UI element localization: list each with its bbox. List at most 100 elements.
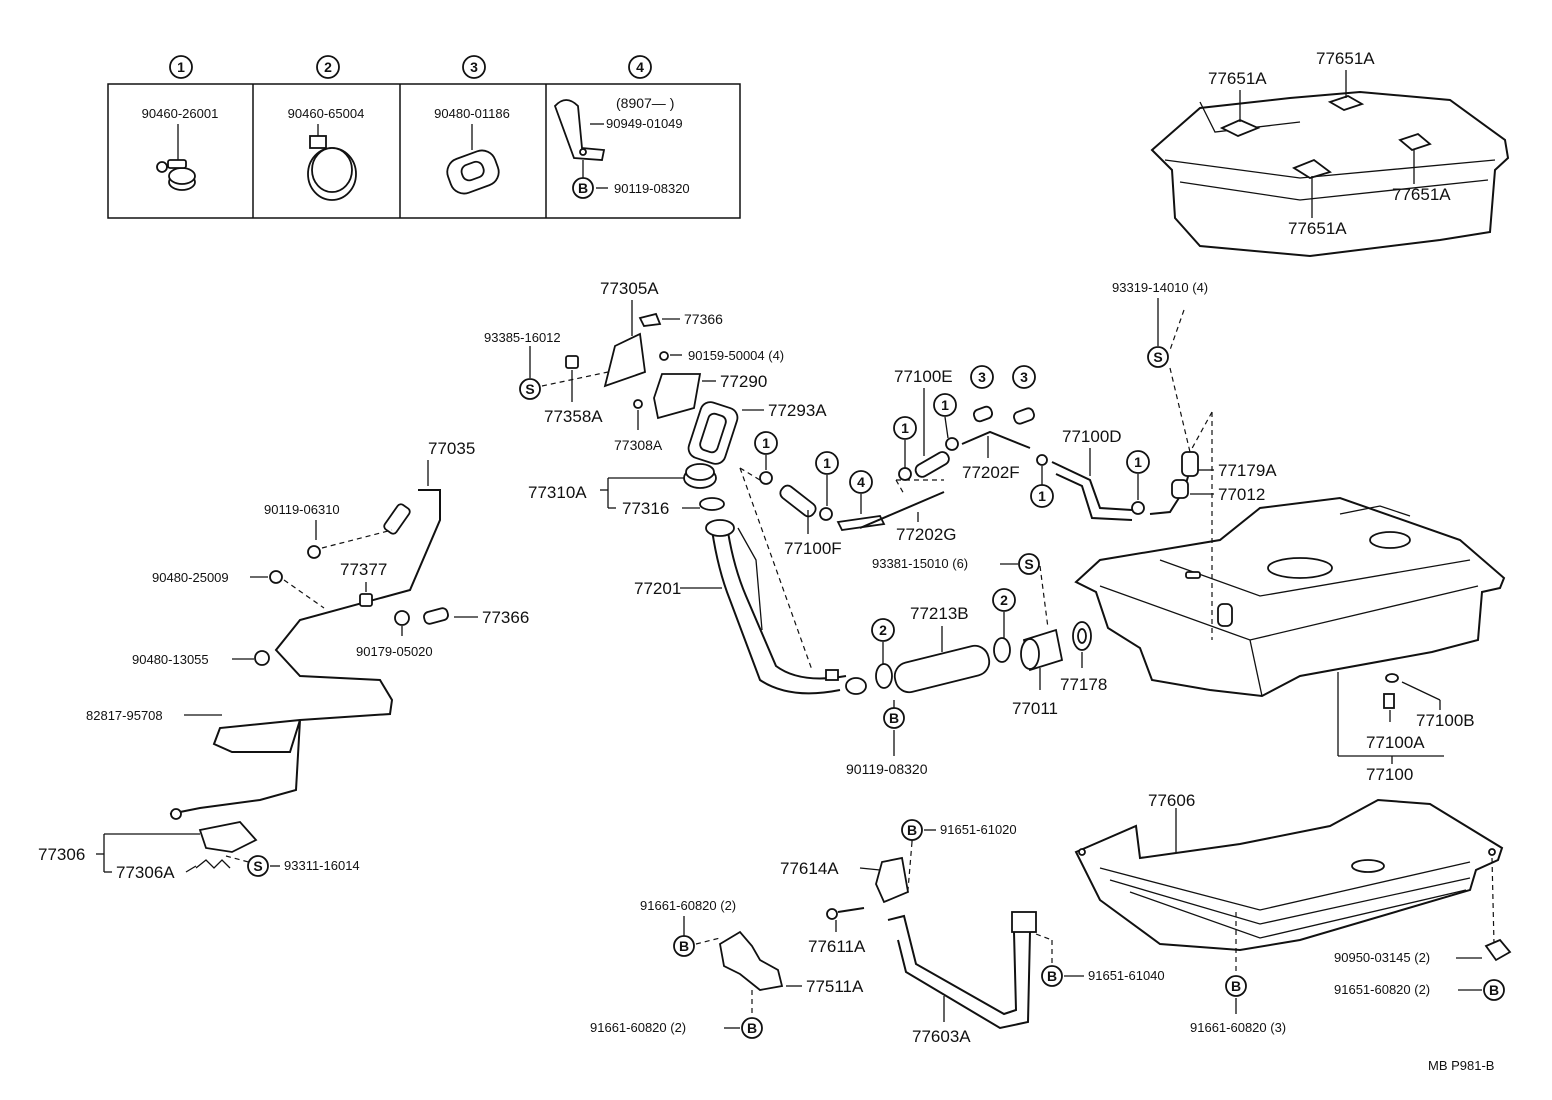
part-label: 77305A [600,279,659,298]
filler-door-parts: 77305A 77366 93385-16012 S 77358A 90159-… [484,279,827,465]
band-clamp-shape [875,663,893,689]
clip-shape [898,467,912,481]
grommet-shape [1013,407,1035,425]
part-label: 77306A [116,863,175,882]
part-label: 93319-14010 (4) [1112,280,1208,295]
b-mark-letter: B [907,822,917,838]
clip-shape [759,471,773,485]
legend-circle-1 [169,55,193,79]
s-mark [1018,553,1040,575]
legend-part-number: 90480-01186 [434,106,510,121]
tank-protector-drawing: 77606 90950-03145 (2) B 91651-60820 (2) … [1074,791,1512,1035]
b-mark-letter: B [1489,982,1499,998]
part-label: 77316 [622,499,669,518]
part-label: 91651-61020 [940,822,1017,837]
legend-number: 3 [470,59,478,75]
part-label: 77100A [1366,733,1425,752]
dashed-line [283,579,325,609]
part-label: 77213B [910,604,969,623]
part-label: 91661-60820 (2) [590,1020,686,1035]
inlet-hose-shape [893,644,991,694]
gauge-opening [1369,531,1411,549]
legend-number: 4 [636,59,644,75]
dashed-line [321,529,393,549]
dashed-line [907,841,913,891]
clip-mark-number: 4 [857,474,865,490]
filler-pipe-edge [727,531,847,680]
tank-edge [1099,585,1479,641]
hose-shape [914,451,950,478]
bracket-icon [553,99,606,161]
clip-mark-number: 2 [879,622,887,638]
clip-mark-2 [871,618,895,642]
valve-shape [1181,451,1199,477]
legend-border [107,83,741,219]
part-label: 77614A [780,859,839,878]
dashed-line [541,371,609,387]
part-label: 90950-03145 (2) [1334,950,1430,965]
clip-mark-number: 1 [762,435,770,451]
leader-line [859,867,881,871]
hose-shape [779,484,817,518]
grommet-shape [394,610,410,626]
filler-neck-parts: 77310A 77316 77201 B 90119-08320 [528,463,928,777]
b-mark-letter: B [889,710,899,726]
clip-mark-3 [970,365,994,389]
clip-mark-3 [1012,365,1036,389]
clip-mark-1 [754,431,778,455]
band-clamp-shape [993,637,1011,663]
part-label: 77201 [634,579,681,598]
vent-hose-edge [1055,473,1133,521]
diagram-code: MB P981-B [1428,1058,1494,1073]
leader-line [944,416,949,439]
dashed-line [1039,565,1049,629]
s-mark [1147,346,1169,368]
tank-port [1185,571,1201,579]
part-label: 77100 [1366,765,1413,784]
breather-tube [737,527,763,631]
inlet-hose-parts: 2 77213B 2 93381-15010 (6) S 77011 77178 [871,553,1107,718]
part-label: 77651A [1316,49,1375,68]
clip-mark-number: 1 [1038,488,1046,504]
clip-shape [945,437,959,451]
s-mark [519,378,541,400]
clip-mark-4 [849,470,873,494]
screw-shape [659,351,669,361]
part-label: 90119-08320 [846,761,928,777]
part-label: 77035 [428,439,475,458]
part-label: 77358A [544,407,603,426]
part-label: 77606 [1148,791,1195,810]
b-mark [1041,965,1063,987]
bolt-shape [307,545,321,559]
mount-hole [1488,848,1496,856]
filler-pipe [711,529,841,695]
legend-circle-2 [316,55,340,79]
part-label: 91661-60820 (2) [640,898,736,913]
part-label: 90179-05020 [356,644,433,659]
legend-number: 2 [324,59,332,75]
part-label: 90480-13055 [132,652,209,667]
part-label: 93381-15010 (6) [872,556,968,571]
b-mark-letter: B [1047,968,1057,984]
drain-gasket [1385,673,1399,683]
band-end-shape [1011,911,1037,933]
clip-shape [819,507,833,521]
legend-number: 1 [177,59,185,75]
protector-outline [1074,798,1504,952]
clamp-shape [359,593,373,607]
clip-mark-2 [992,588,1016,612]
part-label: 77308A [614,437,663,453]
b-mark [1483,979,1505,1001]
dashed-line [895,479,905,495]
spring-shape [195,859,231,869]
clip-nut-shape [1484,938,1512,962]
clip-icon [156,159,196,191]
part-label: 91651-61040 [1088,968,1165,983]
bolt-shape [826,908,838,920]
part-label: 77310A [528,483,587,502]
protector-edge [1099,861,1471,911]
s-mark [247,855,269,877]
filler-housing-shape [653,373,702,420]
legend-table: 1 2 3 4 90460-26001 90460-65004 90480-01… [107,55,741,219]
